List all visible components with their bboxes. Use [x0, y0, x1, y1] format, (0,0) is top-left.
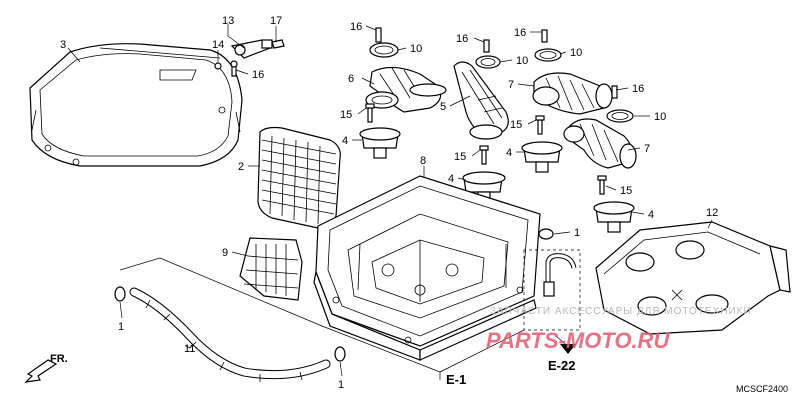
callout-1-a: 1 [574, 227, 580, 239]
callout-12: 12 [706, 207, 718, 219]
callout-16-e: 16 [632, 83, 644, 95]
callout-4-b: 4 [506, 147, 512, 159]
intake-funnel-7-lower[interactable] [563, 118, 637, 169]
callout-1-c: 1 [338, 379, 344, 391]
sensor-assembly[interactable] [214, 39, 285, 77]
reference-frames [119, 249, 581, 380]
callout-14: 14 [212, 39, 224, 51]
filter-holder-9[interactable] [239, 237, 303, 301]
intake-funnel-7-upper[interactable] [532, 72, 613, 115]
callout-4-a: 4 [342, 135, 348, 147]
intake-funnel-5[interactable] [453, 61, 509, 140]
drain-hose[interactable] [129, 287, 331, 382]
watermark-tagline: ЗАПЧАСТИ АКСЕССУАРЫ ДЛЯ МОТОТЕХНИКИ [490, 306, 752, 317]
air-filter-element[interactable] [257, 126, 341, 229]
ref-e22[interactable]: E-22 [548, 358, 575, 373]
bolts-15[interactable] [365, 103, 607, 181]
callout-16-d: 16 [514, 27, 526, 39]
air-cleaner-cover[interactable] [29, 43, 243, 167]
mount-4-d[interactable] [593, 179, 635, 233]
mount-4-b[interactable] [521, 119, 563, 173]
callout-4-c: 4 [448, 173, 454, 185]
callout-16-a: 16 [252, 69, 264, 81]
callout-15-a: 15 [340, 109, 352, 121]
hose-clamps-1[interactable] [114, 228, 554, 362]
callout-17: 17 [270, 15, 282, 27]
breather-tube[interactable] [543, 253, 577, 297]
callout-2: 2 [238, 161, 244, 173]
callout-10-a: 10 [410, 43, 422, 55]
callout-16-b: 16 [350, 21, 362, 33]
callout-15-b: 15 [510, 119, 522, 131]
callout-13: 13 [222, 15, 234, 27]
heat-shield[interactable] [595, 221, 791, 335]
callout-15-d: 15 [620, 185, 632, 197]
air-box-case[interactable] [313, 175, 541, 361]
clamp-set-left[interactable] [369, 27, 399, 58]
arrow-down-left-icon [24, 359, 58, 383]
intake-funnel-6[interactable] [365, 66, 447, 113]
ref-e22-arrow [560, 344, 576, 354]
callout-15-c: 15 [454, 151, 466, 163]
callout-1-b: 1 [118, 321, 124, 333]
callout-11: 11 [184, 343, 195, 355]
callout-4-d: 4 [648, 209, 654, 221]
watermark-logo-text: PARTS-MOTO.RU [486, 328, 670, 353]
ref-e1[interactable]: E-1 [446, 372, 466, 387]
clamp-set-right[interactable] [534, 29, 634, 123]
callout-10-d: 10 [654, 111, 666, 123]
callout-7-b: 7 [644, 143, 650, 155]
callout-9: 9 [222, 247, 228, 259]
diagram-code: MCSCF2400 [736, 384, 788, 394]
callout-10-b: 10 [516, 55, 528, 67]
callout-7-a: 7 [508, 79, 514, 91]
callout-5: 5 [440, 101, 446, 113]
front-direction-label: FR. [50, 353, 68, 365]
callout-6: 6 [348, 73, 354, 85]
mount-4-c[interactable] [462, 149, 506, 203]
callout-3: 3 [60, 39, 66, 51]
mount-4-a[interactable] [359, 107, 401, 159]
callout-16-c: 16 [456, 33, 468, 45]
callout-10-c: 10 [570, 47, 582, 59]
leader-lines [67, 24, 713, 377]
clamp-set-center[interactable] [475, 39, 501, 69]
callout-labels: 3 13 17 14 16 16 10 16 10 16 10 6 5 7 16… [60, 15, 718, 391]
callout-8: 8 [420, 155, 426, 167]
